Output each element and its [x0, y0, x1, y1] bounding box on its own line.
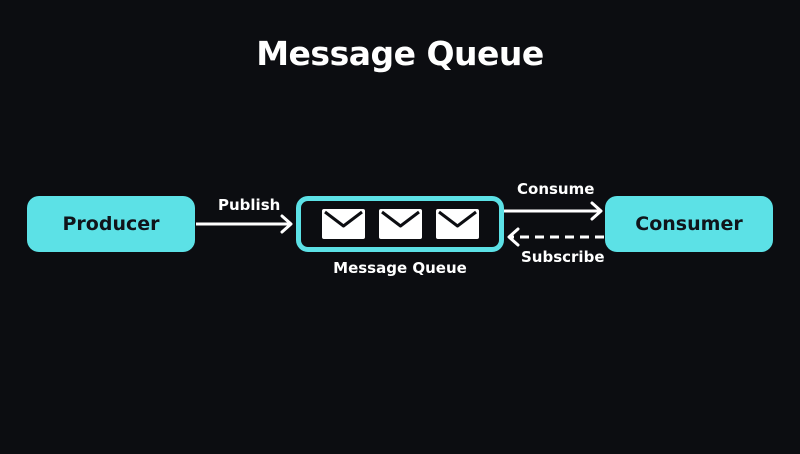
- consumer-label: Consumer: [635, 213, 743, 235]
- subscribe-label: Subscribe: [521, 248, 605, 266]
- producer-node: Producer: [27, 196, 195, 252]
- envelope-icon: [378, 209, 422, 239]
- consume-arrow: [504, 201, 603, 221]
- subscribe-arrow: [507, 227, 604, 247]
- publish-label: Publish: [218, 196, 281, 214]
- envelope-icon: [435, 209, 479, 239]
- message-queue-label: Message Queue: [333, 259, 467, 277]
- envelope-icon: [321, 209, 365, 239]
- producer-label: Producer: [62, 213, 160, 235]
- publish-arrow: [196, 214, 293, 234]
- message-queue-node: [296, 196, 504, 252]
- consume-label: Consume: [517, 180, 595, 198]
- consumer-node: Consumer: [605, 196, 773, 252]
- diagram-title: Message Queue: [256, 34, 544, 73]
